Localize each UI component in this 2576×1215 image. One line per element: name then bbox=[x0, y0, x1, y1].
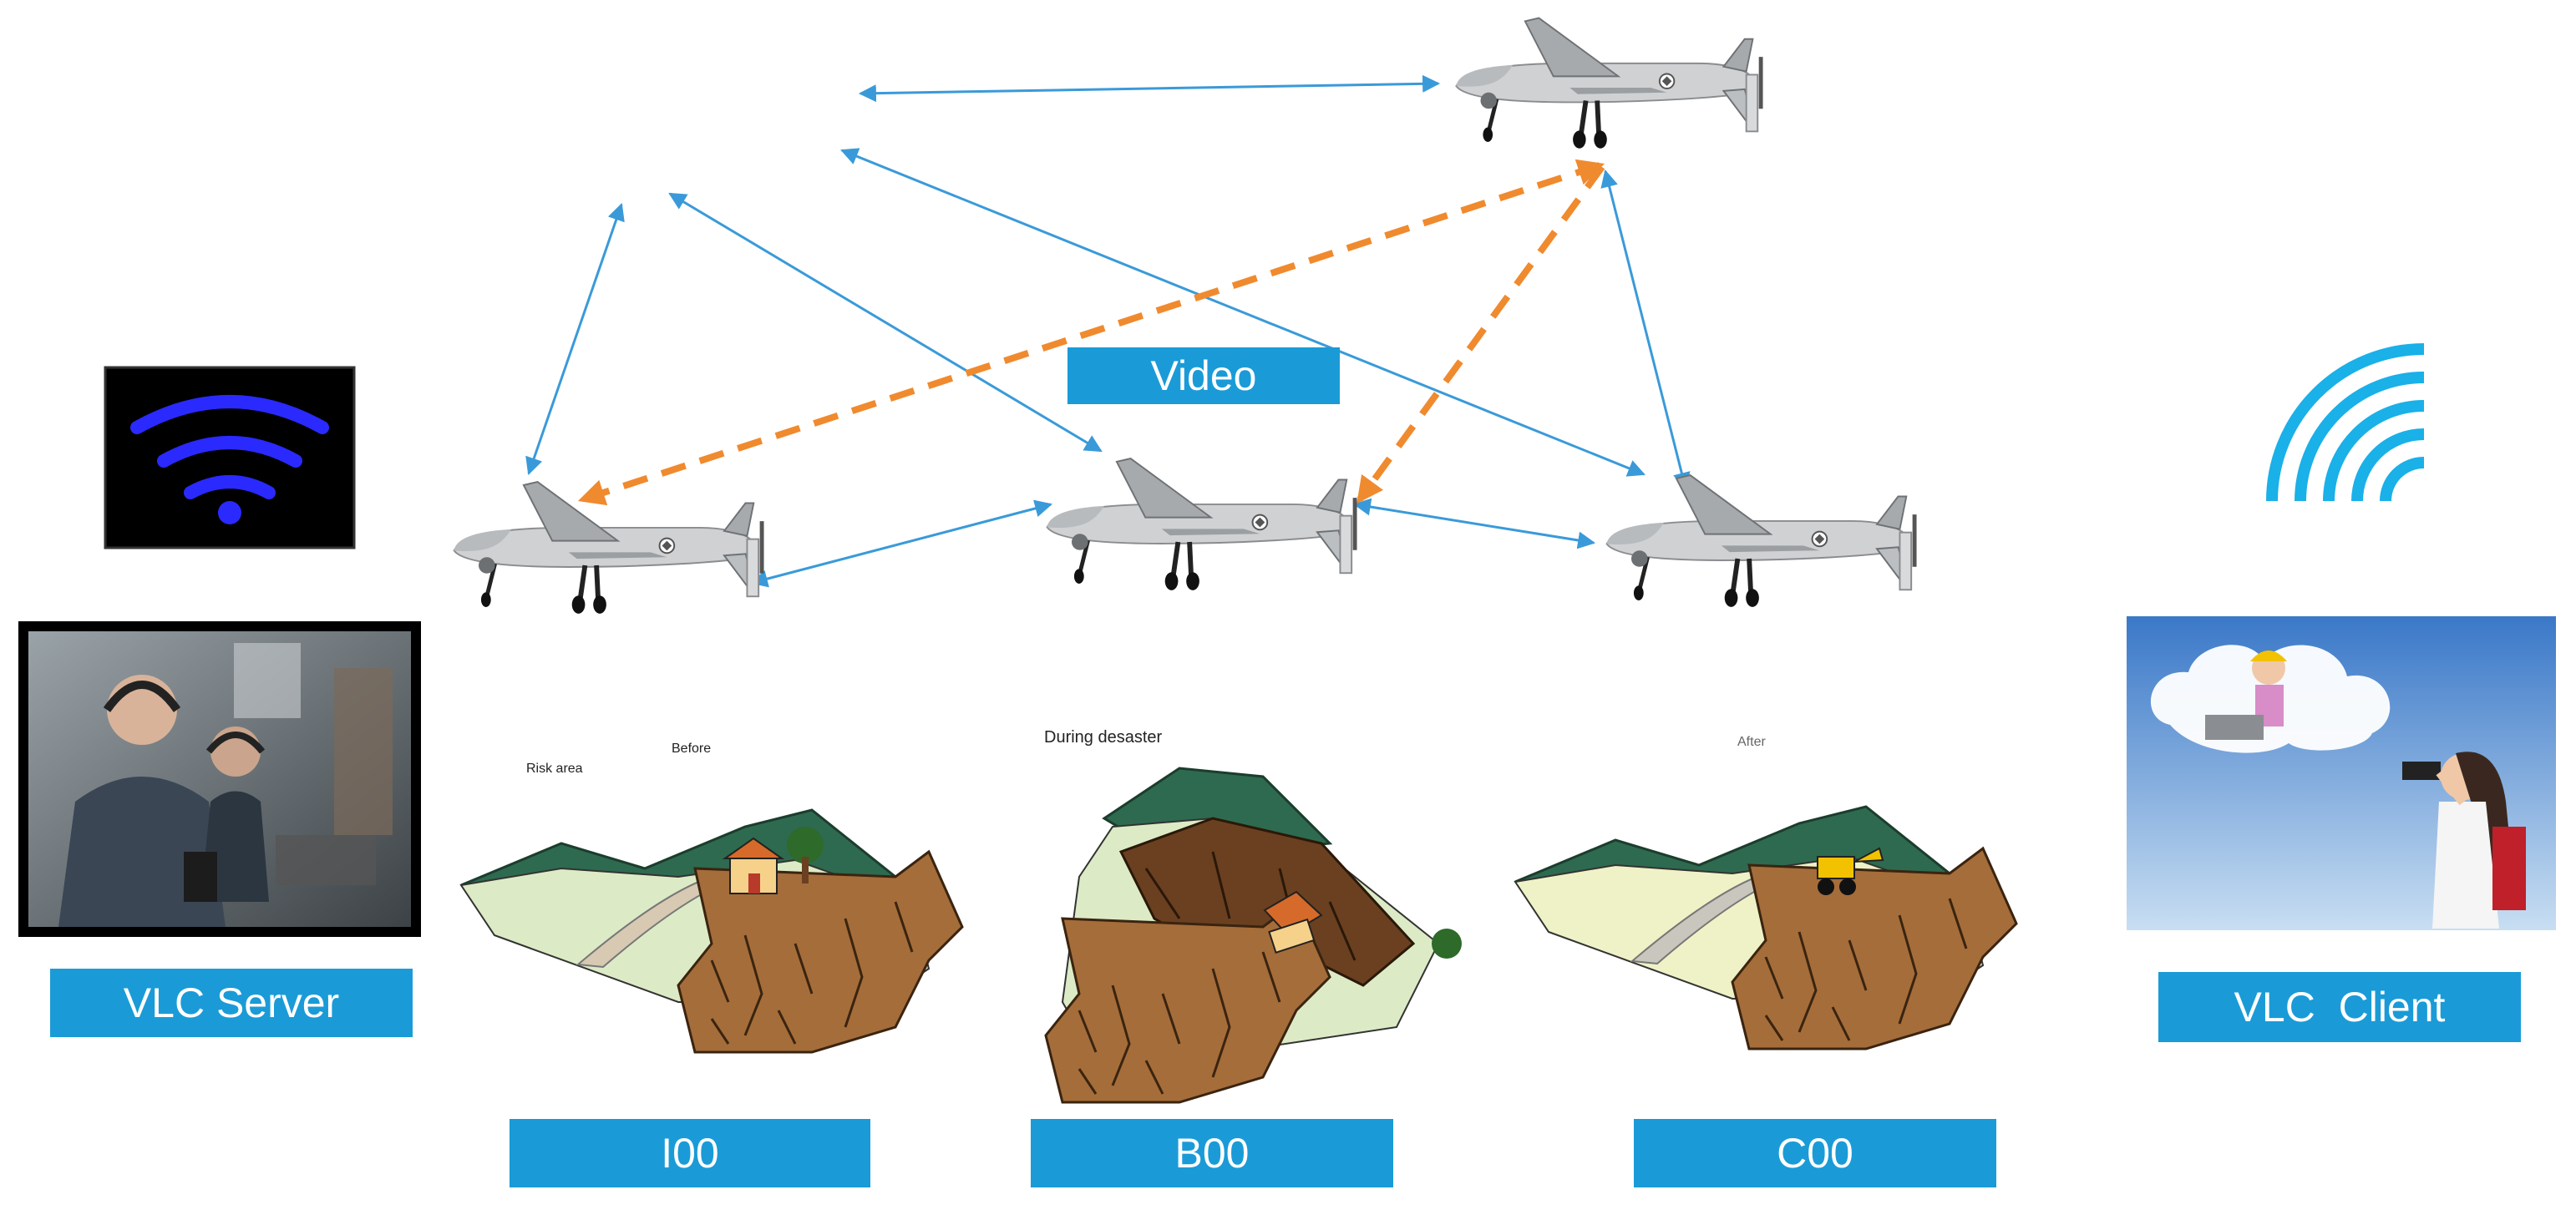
vlc-client-label: VLC Client bbox=[2158, 972, 2521, 1042]
link-left-middle bbox=[749, 499, 1053, 588]
video-label: Video bbox=[1067, 347, 1340, 404]
link-to-right-drone bbox=[840, 148, 1645, 477]
link-top-right bbox=[1600, 169, 1691, 491]
scene-after bbox=[1514, 805, 2018, 1050]
video-stream-to-left-drone bbox=[577, 159, 1605, 506]
drone-middle bbox=[1047, 458, 1355, 590]
link-top-horizontal bbox=[858, 74, 1441, 103]
before-text: Before bbox=[672, 742, 712, 756]
drone-top bbox=[1456, 18, 1761, 149]
video-stream-to-middle-drone bbox=[1356, 165, 1605, 504]
drone-right bbox=[1607, 475, 1914, 607]
vlc-client-photo bbox=[2127, 616, 2556, 930]
c00-label: C00 bbox=[1634, 1119, 1996, 1187]
link-left-up bbox=[525, 203, 625, 475]
video-streams bbox=[577, 159, 1605, 506]
i00-label: I00 bbox=[510, 1119, 870, 1187]
b00-label: B00 bbox=[1031, 1119, 1393, 1187]
wifi-icon bbox=[2266, 343, 2425, 502]
vlc-server-label: VLC Server bbox=[50, 969, 413, 1037]
vlc-server-photo bbox=[18, 621, 421, 937]
scene-during bbox=[1044, 767, 1462, 1104]
wifi-icon bbox=[104, 366, 356, 549]
after-text: After bbox=[1737, 735, 1766, 749]
link-middle-right bbox=[1352, 498, 1596, 549]
link-to-middle-drone bbox=[668, 192, 1103, 453]
during-text: During desaster bbox=[1044, 728, 1163, 747]
risk-area-text: Risk area bbox=[526, 762, 583, 776]
scene-before bbox=[459, 808, 964, 1054]
drone-left bbox=[454, 482, 762, 614]
